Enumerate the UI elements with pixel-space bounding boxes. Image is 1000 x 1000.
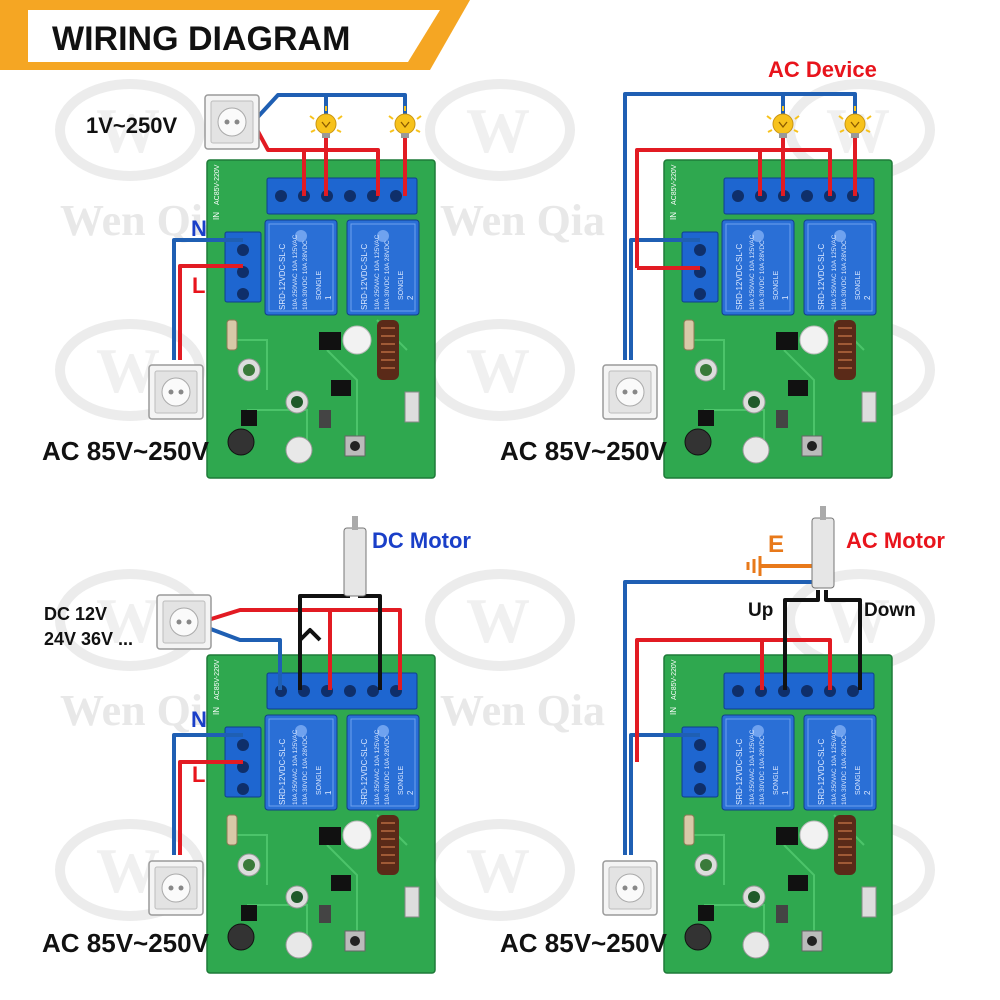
relay-rating-text: 10A 250VAC 10A 125VAC (292, 234, 299, 310)
neutral-label: N (191, 707, 207, 732)
board-model-label: AC85V-220V (671, 164, 678, 205)
earth-ground-icon (746, 556, 762, 576)
live-label: L (192, 762, 205, 787)
mains-socket-icon (148, 364, 204, 420)
device-label: AC Device (768, 57, 877, 82)
light-bulb-icon (388, 105, 422, 139)
ac-motor-icon (811, 506, 835, 589)
relay-board (663, 159, 893, 479)
relay-model-text: SRD-12VDC-SL-C (278, 739, 287, 805)
relay-brand-text: SONGLE (398, 270, 405, 300)
relay-board (206, 654, 436, 974)
relay-number-text: 2 (406, 790, 415, 795)
live-label: L (192, 273, 205, 298)
relay-model-text: SRD-12VDC-SL-C (735, 739, 744, 805)
relay-rating-text: 10A 30VDC 10A 28VDC (759, 240, 766, 310)
page-title: WIRING DIAGRAM (52, 20, 350, 58)
board-model-label: AC85V-220V (214, 164, 221, 205)
relay-rating-text: 10A 250VAC 10A 125VAC (292, 729, 299, 805)
relay-rating-text: 10A 30VDC 10A 28VDC (302, 240, 309, 310)
relay-rating-text: 10A 250VAC 10A 125VAC (749, 729, 756, 805)
relay-rating-text: 10A 30VDC 10A 28VDC (841, 735, 848, 805)
relay-brand-text: SONGLE (855, 270, 862, 300)
relay-rating-text: 10A 250VAC 10A 125VAC (374, 729, 381, 805)
watermark-layer: Wen Qia Wen Qia Wen Qia Wen Qia (60, 84, 930, 916)
relay-model-text: SRD-12VDC-SL-C (817, 739, 826, 805)
supply-label: AC 85V~250V (500, 928, 668, 958)
panel-dc-motor: DC Motor DC 12V 24V 36V ... N L AC 85V~2… (42, 516, 471, 974)
device-label: AC Motor (846, 528, 945, 553)
load-supply-label: 24V 36V ... (44, 629, 133, 649)
load-supply-label: DC 12V (44, 604, 107, 624)
relay-rating-text: 10A 30VDC 10A 28VDC (759, 735, 766, 805)
relay-model-text: SRD-12VDC-SL-C (817, 244, 826, 310)
down-label: Down (864, 600, 916, 621)
relay-model-text: SRD-12VDC-SL-C (360, 244, 369, 310)
panel-ac-motor: E AC Motor Up Down AC 85V~250V (500, 506, 945, 974)
mains-socket-icon (602, 860, 658, 916)
input-terminal-label: IN (669, 212, 678, 220)
watermark-text: Wen Qia (440, 686, 605, 735)
relay-rating-text: 10A 30VDC 10A 28VDC (302, 735, 309, 805)
watermark-text: Wen Qia (440, 196, 605, 245)
load-socket-icon (156, 594, 212, 650)
relay-rating-text: 10A 250VAC 10A 125VAC (831, 234, 838, 310)
mains-socket-icon (602, 364, 658, 420)
relay-brand-text: SONGLE (398, 765, 405, 795)
relay-board (206, 159, 436, 479)
panel-ac-lights: 1V~250V N L AC 85V~250V (42, 93, 436, 479)
relay-number-text: 2 (863, 790, 872, 795)
relay-number-text: 1 (781, 790, 790, 795)
relay-brand-text: SONGLE (855, 765, 862, 795)
relay-rating-text: 10A 30VDC 10A 28VDC (841, 240, 848, 310)
relay-rating-text: 10A 30VDC 10A 28VDC (384, 735, 391, 805)
supply-label: AC 85V~250V (42, 436, 210, 466)
supply-label: AC 85V~250V (42, 928, 210, 958)
relay-model-text: SRD-12VDC-SL-C (278, 244, 287, 310)
relay-brand-text: SONGLE (773, 270, 780, 300)
watermark-text: Wen Qia (60, 196, 225, 245)
supply-label: AC 85V~250V (500, 436, 668, 466)
mains-socket-icon (148, 860, 204, 916)
input-terminal-label: IN (212, 707, 221, 715)
board-model-label: AC85V-220V (214, 659, 221, 700)
input-terminal-label: IN (212, 212, 221, 220)
relay-number-text: 1 (324, 295, 333, 300)
panel-ac-device: AC Device AC 85V~250V (500, 57, 893, 479)
relay-rating-text: 10A 250VAC 10A 125VAC (749, 234, 756, 310)
relay-model-text: SRD-12VDC-SL-C (735, 244, 744, 310)
relay-rating-text: 10A 30VDC 10A 28VDC (384, 240, 391, 310)
relay-brand-text: SONGLE (316, 270, 323, 300)
up-label: Up (748, 600, 773, 621)
neutral-label: N (191, 216, 207, 241)
header-banner: WIRING DIAGRAM (0, 0, 470, 70)
input-terminal-label: IN (669, 707, 678, 715)
watermark-text: Wen Qia (60, 686, 225, 735)
load-supply-label: 1V~250V (86, 113, 177, 138)
load-socket-icon (204, 94, 260, 150)
relay-number-text: 1 (781, 295, 790, 300)
light-bulb-icon (309, 105, 343, 139)
relay-number-text: 2 (406, 295, 415, 300)
earth-label: E (768, 531, 784, 558)
relay-model-text: SRD-12VDC-SL-C (360, 739, 369, 805)
relay-rating-text: 10A 250VAC 10A 125VAC (374, 234, 381, 310)
relay-number-text: 2 (863, 295, 872, 300)
relay-board (663, 654, 893, 974)
relay-brand-text: SONGLE (316, 765, 323, 795)
board-model-label: AC85V-220V (671, 659, 678, 700)
relay-number-text: 1 (324, 790, 333, 795)
dc-motor-icon (343, 516, 367, 597)
relay-brand-text: SONGLE (773, 765, 780, 795)
relay-rating-text: 10A 250VAC 10A 125VAC (831, 729, 838, 805)
device-label: DC Motor (372, 528, 471, 553)
